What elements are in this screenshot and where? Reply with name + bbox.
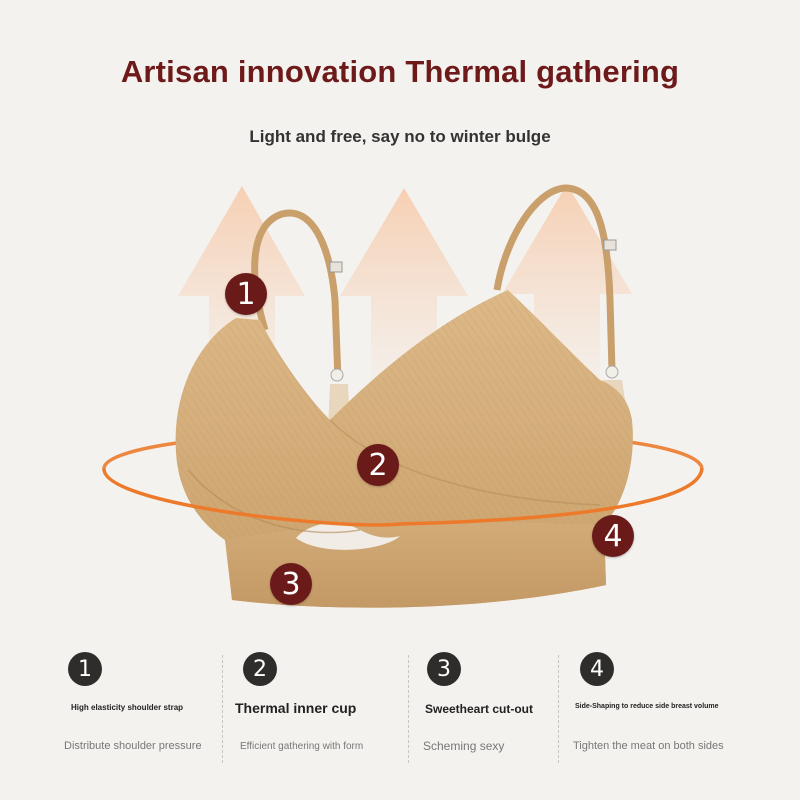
feature-desc: Efficient gathering with form — [240, 741, 364, 752]
feature-divider — [408, 655, 409, 763]
feature-number: 2 — [243, 652, 277, 686]
feature-title: Side-Shaping to reduce side breast volum… — [575, 703, 719, 710]
feature-divider — [222, 655, 223, 763]
feature-title: High elasticity shoulder strap — [71, 703, 184, 712]
hero-badge-2: 2 — [357, 444, 399, 486]
thermal-ring-front — [102, 467, 704, 527]
feature-divider — [558, 655, 559, 763]
bra-body — [175, 290, 633, 608]
feature-number: 4 — [580, 652, 614, 686]
feature-desc: Tighten the meat on both sides — [573, 740, 724, 752]
feature-title: Sweetheart cut-out — [425, 702, 534, 716]
hero-badge-4: 4 — [592, 515, 634, 557]
page-subtitle: Light and free, say no to winter bulge — [249, 127, 551, 146]
hero-badge-1: 1 — [225, 273, 267, 315]
hero-badge-3: 3 — [270, 563, 312, 605]
feature-desc: Scheming sexy — [423, 739, 505, 753]
feature-desc: Distribute shoulder pressure — [64, 740, 202, 752]
feature-title: Thermal inner cup — [235, 700, 357, 716]
feature-number: 3 — [427, 652, 461, 686]
feature-number: 1 — [68, 652, 102, 686]
page-title: Artisan innovation Thermal gathering — [120, 54, 680, 89]
